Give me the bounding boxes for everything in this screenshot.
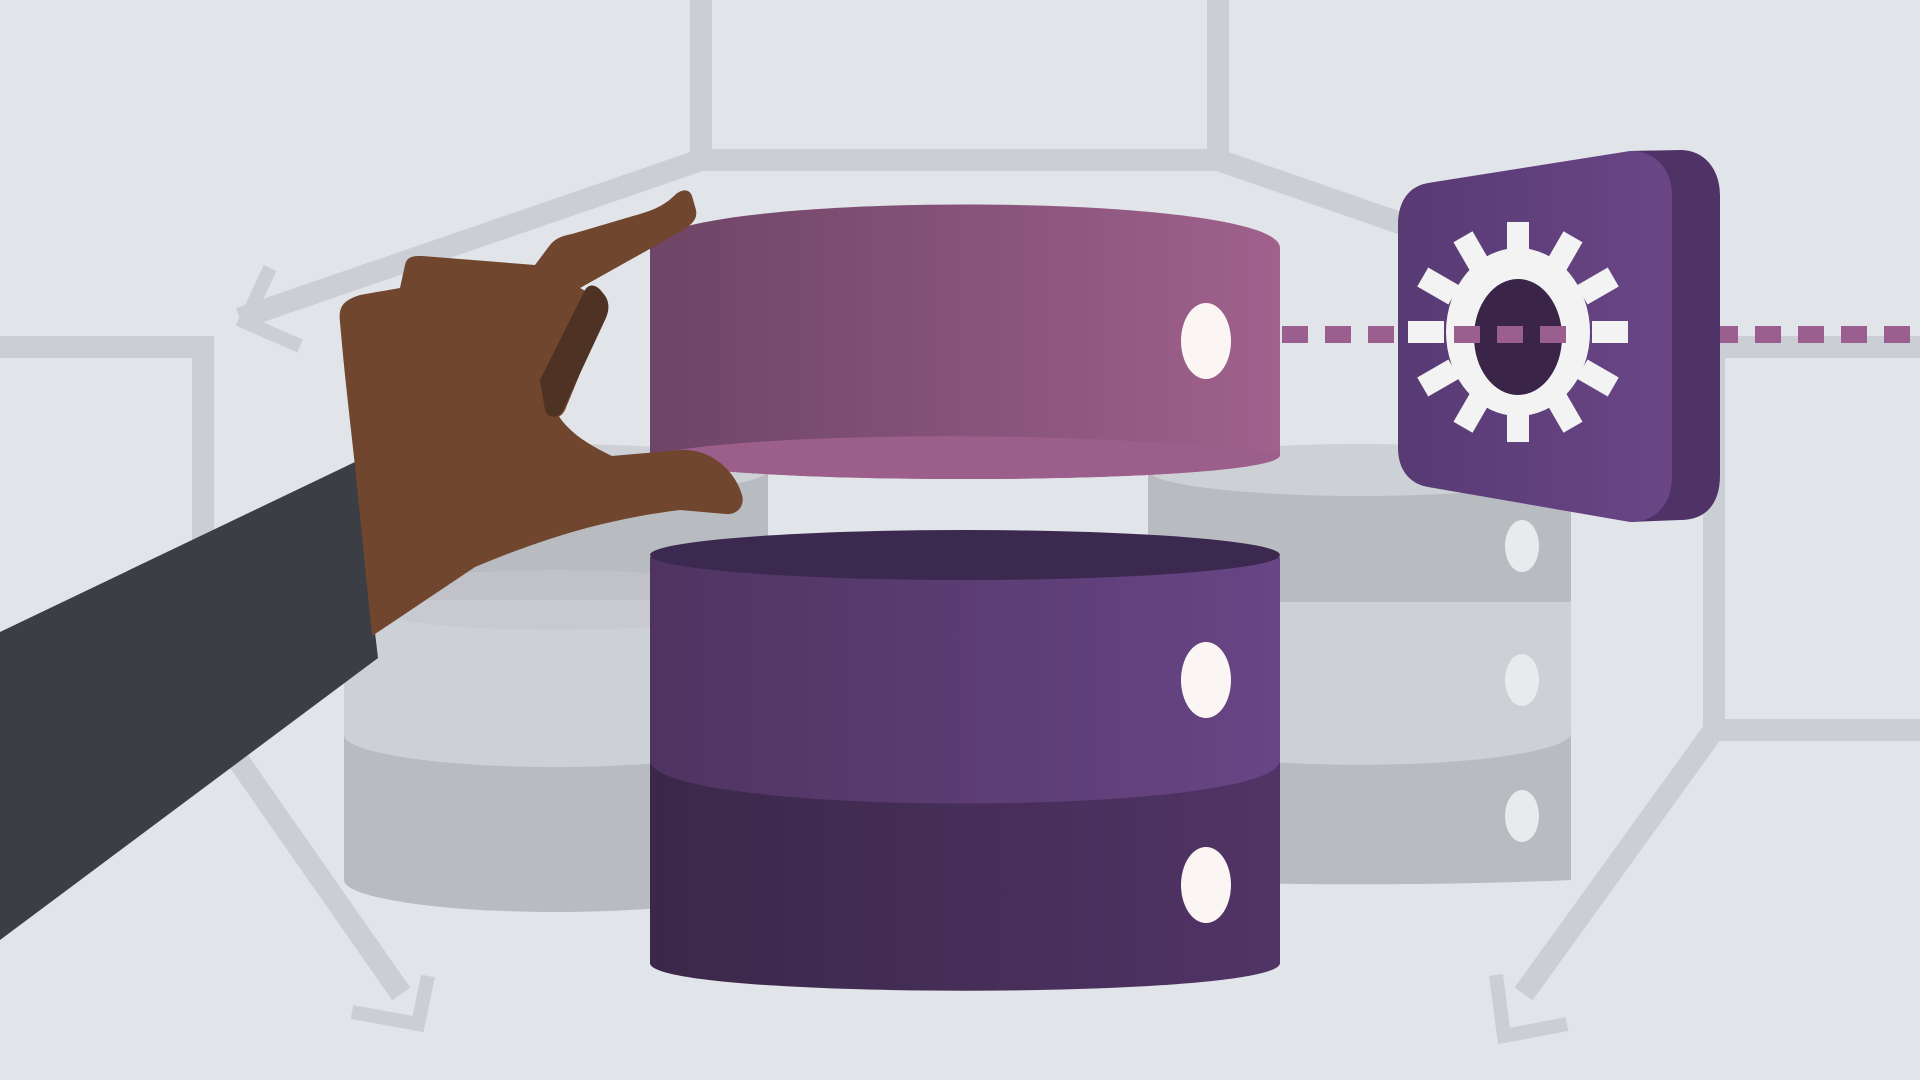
grey-db-light-2 (1505, 654, 1539, 706)
dotted-link-over-card (1454, 326, 1566, 343)
main-database-icon (650, 530, 1280, 991)
grey-db-light-3 (1505, 790, 1539, 842)
settings-card (1398, 150, 1720, 523)
arrow-heads (235, 265, 1569, 1045)
grey-db-light-1 (1505, 520, 1539, 572)
lifted-db-light (1181, 303, 1231, 379)
main-db-light-bottom (1181, 847, 1231, 923)
lifted-database-segment-icon (650, 204, 1280, 479)
hand-icon (0, 190, 743, 940)
connector-lines (0, 0, 1920, 1001)
arrow-head-bottom-right (1489, 974, 1569, 1045)
arrow-head-top-left (235, 265, 303, 353)
arrow-head-bottom-left (350, 974, 435, 1033)
main-db-light-top (1181, 642, 1231, 718)
